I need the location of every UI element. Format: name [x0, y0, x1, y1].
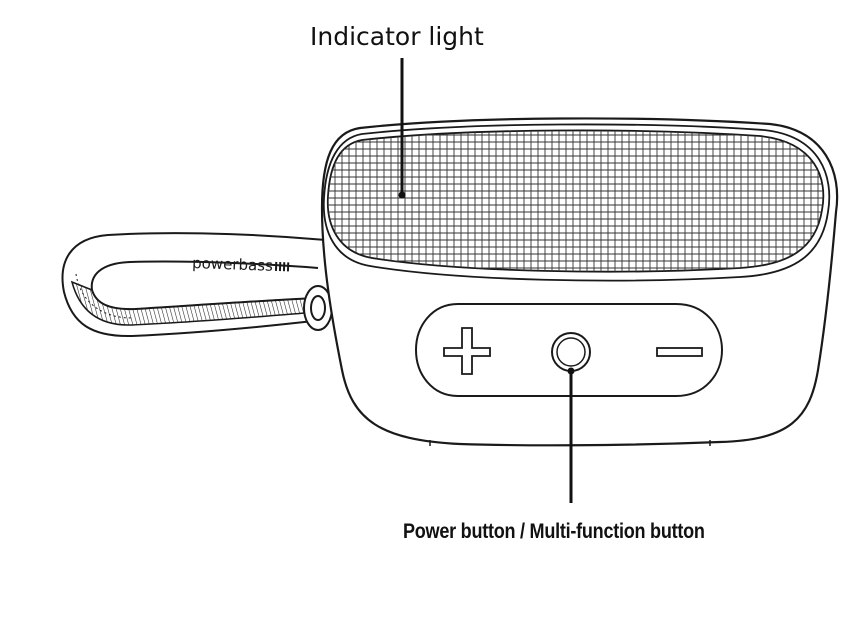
- strap: [61, 232, 327, 338]
- indicator-light-leader: [398, 58, 406, 199]
- speaker-grille: [326, 129, 825, 273]
- brand-logo: powerbass: [192, 254, 290, 275]
- volume-up-plus-icon[interactable]: [443, 327, 491, 375]
- power-button-label: Power button / Multi-function button: [403, 520, 705, 543]
- svg-text:powerbass: powerbass: [192, 254, 273, 275]
- power-button-icon[interactable]: [551, 332, 591, 372]
- volume-down-minus-icon[interactable]: [656, 347, 703, 357]
- strap-attachment: [303, 285, 333, 331]
- power-button-leader: [567, 367, 575, 503]
- indicator-light-label: Indicator light: [310, 22, 484, 51]
